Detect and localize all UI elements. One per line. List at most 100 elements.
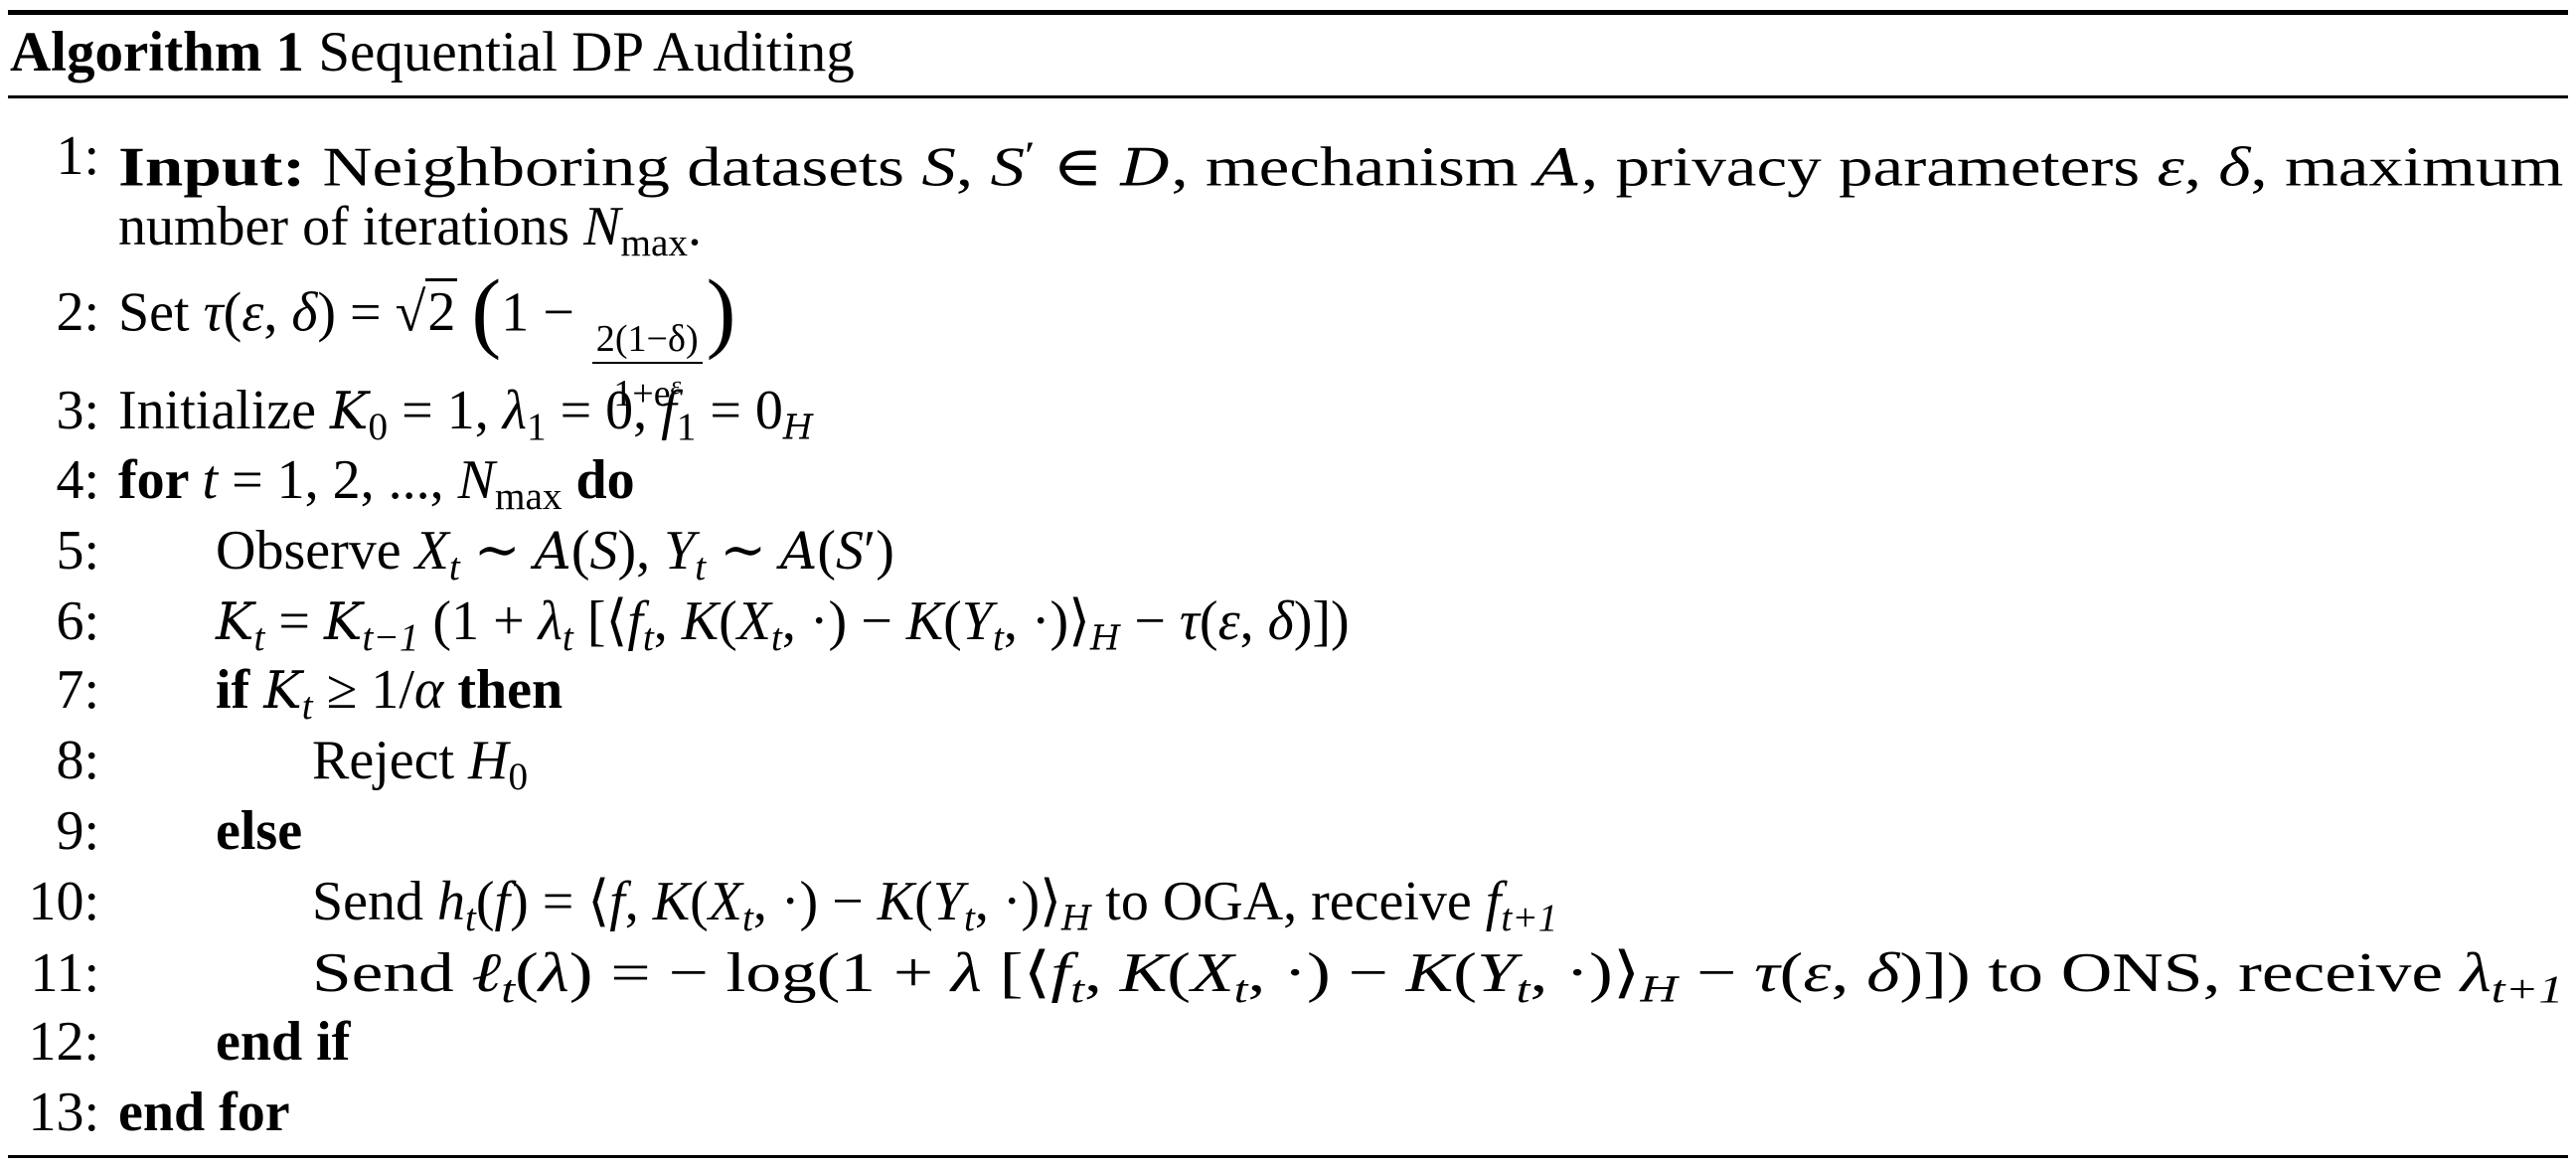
- math-symbol: H: [1090, 618, 1121, 659]
- math-symbol: X: [708, 871, 742, 932]
- math-symbol: K: [905, 590, 944, 652]
- math-symbol: t: [448, 545, 460, 588]
- text: ) = − log(1 +: [568, 942, 952, 1004]
- math-symbol: t: [1516, 967, 1530, 1011]
- math-symbol: A: [1534, 138, 1581, 199]
- algorithm-line: Input: Neighboring datasets S, S′ ∈ D, m…: [118, 124, 2563, 201]
- text: (: [223, 281, 242, 344]
- algorithm-title: Sequential DP Auditing: [318, 21, 855, 84]
- text: , ·)⟩: [974, 871, 1061, 932]
- text: Send: [312, 871, 437, 932]
- math-symbol: t: [741, 896, 753, 939]
- text: .: [687, 196, 702, 257]
- text: −: [1679, 942, 1755, 1004]
- math-symbol: S: [921, 136, 956, 199]
- algorithm-line: Kt = Kt−1 (1 + λt [⟨ft, K(Xt, ·) − K(Yt,…: [216, 589, 1350, 670]
- math-symbol: Y: [961, 590, 993, 652]
- text: ∼: [459, 520, 535, 582]
- math-symbol: X: [736, 590, 771, 652]
- math-symbol: δ: [2218, 136, 2251, 199]
- text: ) = √: [317, 281, 426, 344]
- text: ′): [863, 520, 894, 582]
- line-number: 6:: [56, 590, 99, 652]
- algorithm-line: Initialize K0 = 1, λ1 = 0, f1 = 0H: [118, 379, 813, 459]
- math-symbol: ε: [242, 281, 264, 344]
- text: (: [690, 871, 709, 932]
- math-symbol: N: [457, 449, 496, 511]
- text: Set: [118, 281, 204, 344]
- keyword: end for: [118, 1082, 290, 1143]
- math-symbol: f: [609, 871, 625, 932]
- math-symbol: t: [642, 615, 654, 659]
- text: , ·) −: [1247, 942, 1406, 1004]
- math-symbol: t: [301, 684, 313, 728]
- line-number: 10:: [28, 871, 99, 932]
- math-symbol: (: [471, 262, 502, 361]
- math-symbol: K: [216, 592, 254, 652]
- text: (: [719, 590, 737, 652]
- math-symbol: H: [1640, 970, 1680, 1011]
- math-symbol: A: [780, 522, 818, 582]
- text: Send: [312, 942, 472, 1004]
- text: , ·)⟩: [1003, 590, 1090, 652]
- text: ,: [624, 871, 653, 932]
- text: ∈: [1035, 136, 1121, 199]
- line-number: 7:: [56, 659, 99, 721]
- text: ,: [653, 590, 682, 652]
- math-symbol: 1: [526, 405, 547, 448]
- math-symbol: h: [437, 871, 465, 932]
- math-symbol: H: [1060, 899, 1092, 939]
- math-symbol: λ: [502, 380, 527, 441]
- algorithm-line: Reject H0: [312, 729, 528, 809]
- math-symbol: t: [963, 896, 975, 939]
- math-symbol: max: [620, 221, 688, 264]
- math-symbol: X: [1191, 942, 1234, 1004]
- algorithm-line: Set τ(ε, δ) = √2 (1 − 2(1−δ)1+eε): [118, 267, 735, 417]
- text: , maximum: [2250, 136, 2564, 199]
- keyword: for: [118, 449, 203, 511]
- math-symbol: δ: [1267, 590, 1294, 652]
- math-symbol: t: [695, 545, 707, 588]
- algorithm-line: Observe Xt ∼ A(S), Yt ∼ A(S′): [216, 519, 894, 599]
- text: ∼: [706, 520, 781, 582]
- keyword: Input:: [118, 136, 306, 199]
- math-symbol: X: [414, 520, 449, 582]
- text: , ·) −: [781, 590, 906, 652]
- text: 1 −: [501, 281, 588, 344]
- text: (: [1199, 590, 1218, 652]
- math-symbol: t: [562, 615, 573, 659]
- math-symbol: Y: [664, 520, 696, 582]
- text: ,: [263, 281, 292, 344]
- math-symbol: τ: [203, 281, 224, 344]
- line-number: 4:: [56, 449, 99, 511]
- text: (: [943, 590, 962, 652]
- math-symbol: t: [992, 615, 1004, 659]
- keyword: do: [562, 449, 635, 511]
- math-symbol: Y: [932, 871, 964, 932]
- line-number: 9:: [56, 800, 99, 862]
- sqrt-radicand: 2: [425, 278, 458, 344]
- math-symbol: f: [661, 380, 677, 441]
- math-symbol: 0: [508, 754, 529, 798]
- text: Neighboring datasets: [305, 136, 922, 199]
- caption-rule: [8, 95, 2568, 98]
- math-symbol: ε: [1217, 590, 1240, 652]
- line-number: 1:: [56, 125, 99, 187]
- text: =: [264, 590, 324, 652]
- text: (: [1167, 942, 1192, 1004]
- math-symbol: K: [263, 661, 302, 721]
- top-rule: [8, 10, 2568, 15]
- text: , ·) −: [752, 871, 878, 932]
- text: = 0,: [546, 380, 662, 441]
- text: ≥ 1/: [312, 659, 414, 721]
- math-symbol: D: [1120, 138, 1172, 199]
- line-number: 13:: [28, 1082, 99, 1143]
- text: , ·)⟩: [1530, 942, 1641, 1004]
- algorithm-line: number of iterations Nmax.: [118, 195, 702, 275]
- math-symbol: K: [652, 871, 691, 932]
- fraction: 2(1−δ)1+eε: [591, 318, 703, 417]
- algorithm-line: end for: [118, 1081, 290, 1144]
- line-number: 5:: [56, 520, 99, 582]
- text: to OGA, receive: [1091, 871, 1486, 932]
- text: , mechanism: [1171, 136, 1535, 199]
